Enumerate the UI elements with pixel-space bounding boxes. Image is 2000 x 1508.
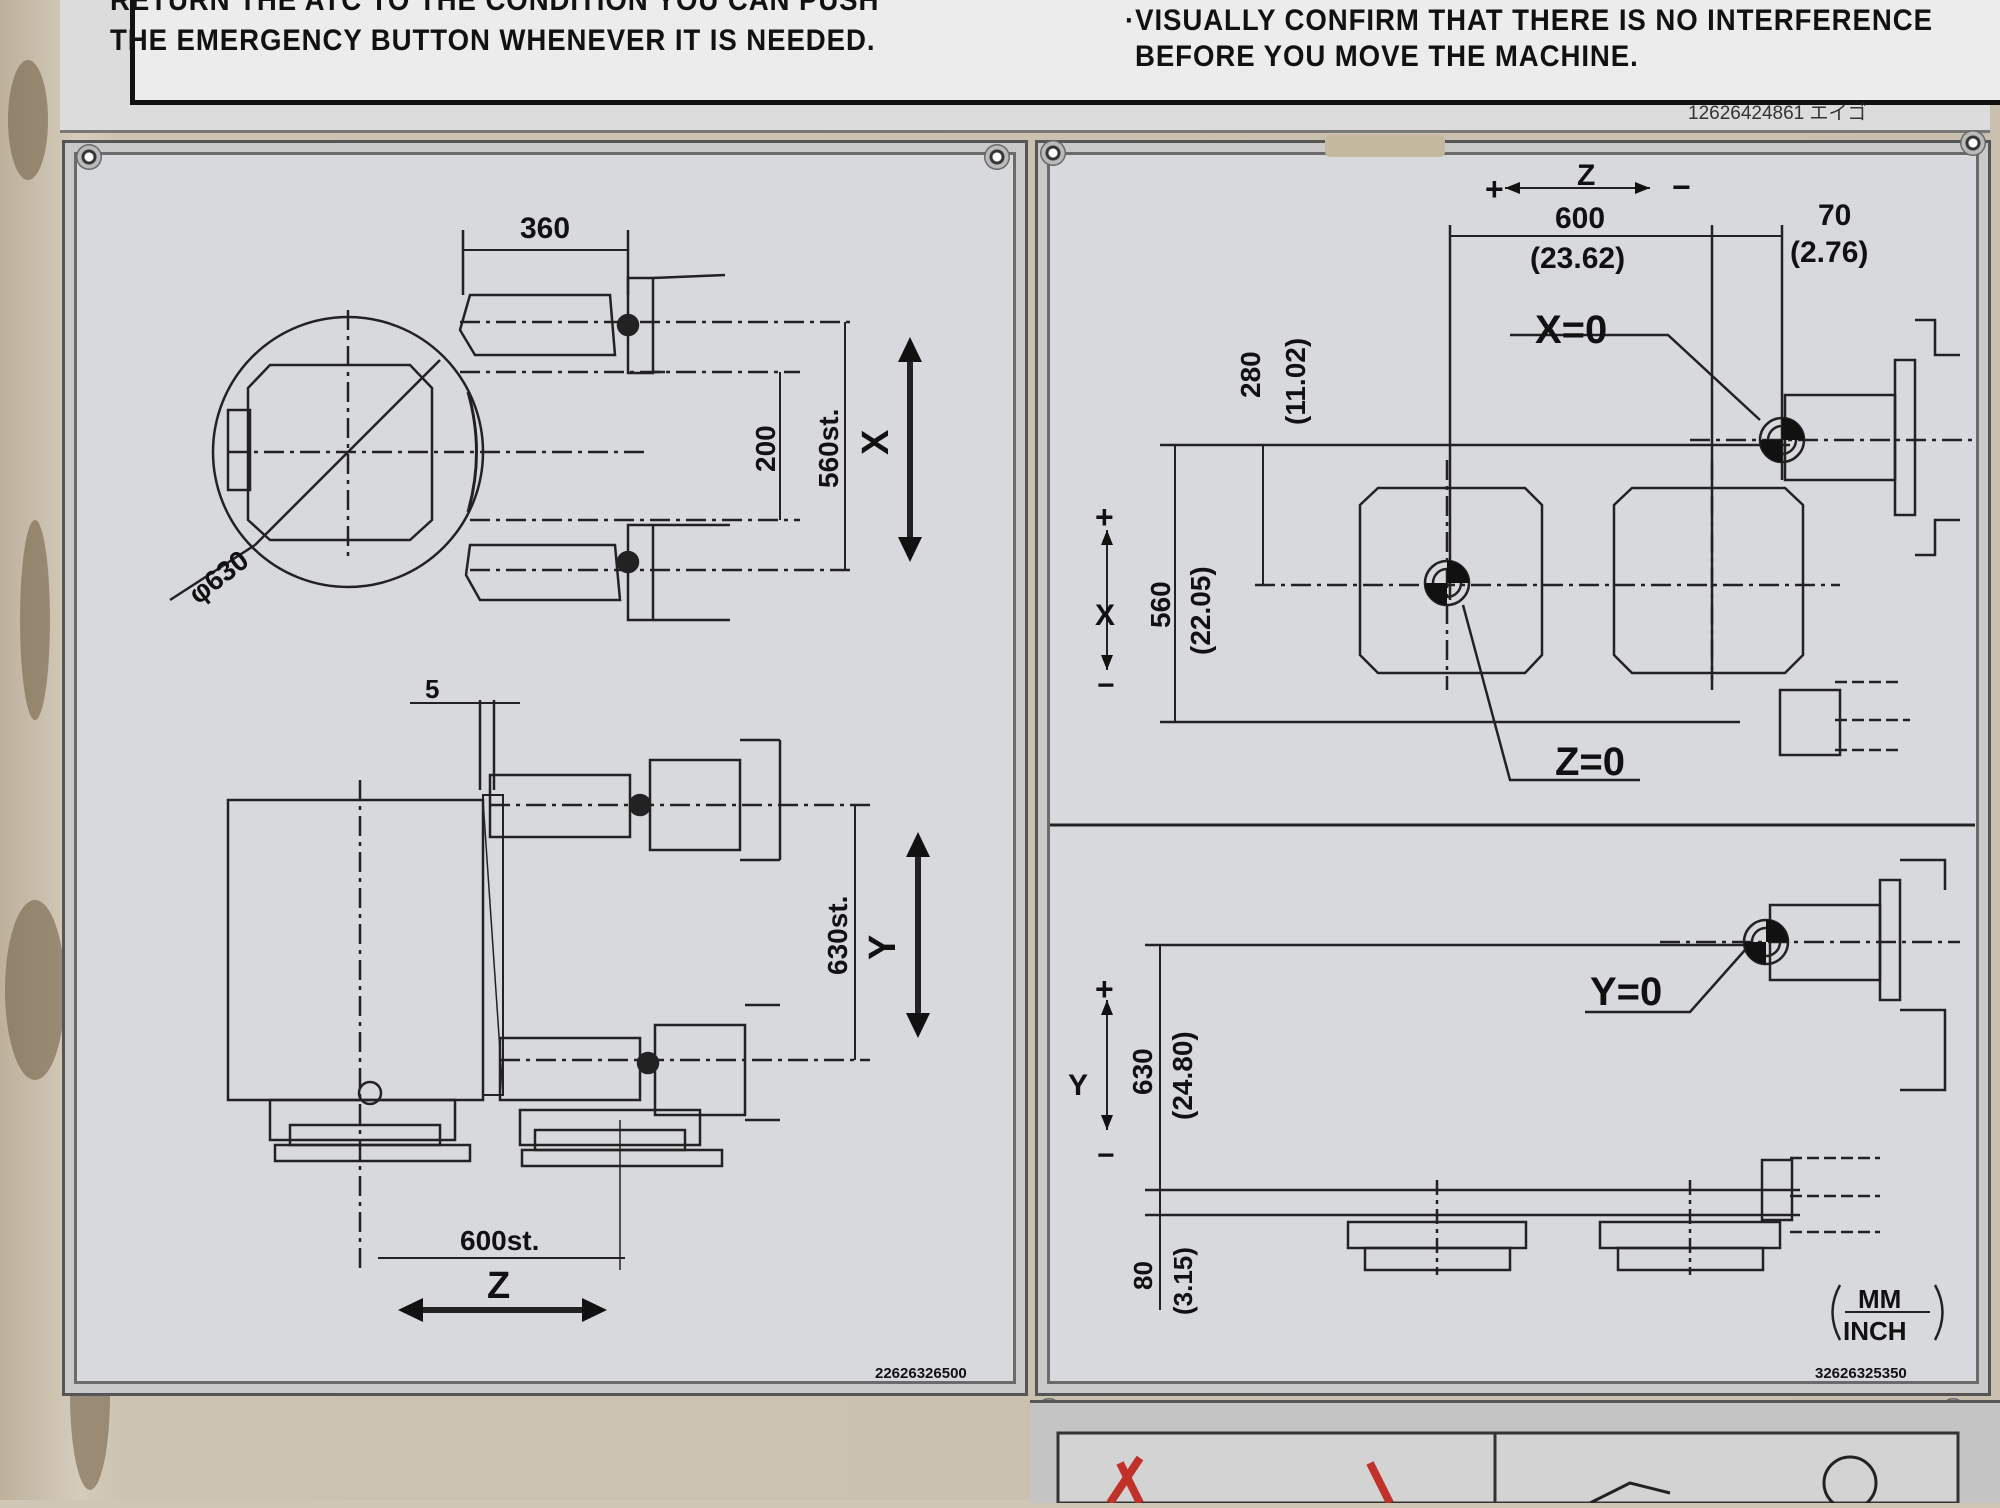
dim-360-label: 360	[520, 212, 570, 245]
dim-280-inch-label: (11.02)	[1280, 338, 1311, 425]
dim-200-label: 200	[750, 425, 781, 472]
unit-mm-label: MM	[1858, 1284, 1901, 1314]
right-diagram-panel	[1035, 140, 1991, 1396]
bottom-plate-drawing	[1056, 1431, 1960, 1508]
dim-560-label: 560	[1145, 581, 1176, 628]
bottom-control-plate	[1030, 1400, 2000, 1508]
warning-plate-code: 12626424861 エイゴ	[1688, 103, 1867, 124]
dim-560st-label: 560st.	[813, 409, 844, 488]
dim-560-inch-label: (22.05)	[1185, 566, 1216, 655]
pallet-2	[1612, 486, 1805, 675]
y-zero-label: Y=0	[1590, 970, 1662, 1014]
warning-left-line1: RETURN THE ATC TO THE CONDITION YOU CAN …	[110, 0, 880, 17]
dim-600-inch-label: (23.62)	[1530, 242, 1625, 275]
dim-70-inch-label: (2.76)	[1790, 236, 1868, 269]
pallet-square	[246, 363, 434, 542]
dim-630-inch-label: (24.80)	[1167, 1031, 1198, 1120]
dim-80-label: 80	[1128, 1261, 1158, 1290]
z-minus-label: −	[1672, 169, 1691, 205]
y-plus-label: +	[1095, 971, 1114, 1007]
left-panel-code: 22626326500	[875, 1365, 967, 1382]
x-plus-label: +	[1095, 499, 1114, 535]
screw-icon	[984, 144, 1010, 170]
warning-box	[130, 0, 2000, 105]
warning-left-line2: THE EMERGENCY BUTTON WHENEVER IT IS NEED…	[110, 24, 876, 57]
screw-icon	[1040, 140, 1066, 166]
grime-stain	[5, 900, 65, 1080]
tape-residue	[1325, 135, 1445, 157]
grime-stain	[20, 520, 50, 720]
screw-icon	[1960, 130, 1986, 156]
grime-stain	[8, 60, 48, 180]
z-axis-label: Z	[1577, 159, 1595, 192]
dim-5-label: 5	[425, 674, 439, 704]
left-diagram-panel	[62, 140, 1028, 1396]
dim-600-label: 600	[1555, 202, 1605, 235]
unit-inch-label: INCH	[1843, 1316, 1907, 1346]
y-minus-label: −	[1097, 1139, 1115, 1172]
axis-z-label: Z	[487, 1265, 510, 1307]
x-axis-label: X	[1095, 599, 1115, 632]
axis-y-label: Y	[862, 935, 904, 960]
dim-80-inch-label: (3.15)	[1168, 1247, 1198, 1315]
dim-630-label: 630	[1127, 1048, 1158, 1095]
warning-right-line1: ·VISUALLY CONFIRM THAT THERE IS NO INTER…	[1125, 4, 1933, 37]
pallet-1	[1358, 486, 1544, 675]
screw-icon	[76, 144, 102, 170]
warning-plate: RETURN THE ATC TO THE CONDITION YOU CAN …	[60, 0, 2000, 133]
y-axis-label: Y	[1068, 1069, 1088, 1102]
z-zero-label: Z=0	[1555, 740, 1625, 784]
dim-70-label: 70	[1818, 199, 1851, 232]
right-panel-code: 32626325350	[1815, 1365, 1907, 1382]
x-zero-label: X=0	[1535, 308, 1607, 352]
x-minus-label: −	[1097, 669, 1115, 702]
dim-630st-label: 630st.	[822, 896, 853, 975]
dim-280-label: 280	[1235, 351, 1266, 398]
dim-600st-label: 600st.	[460, 1225, 539, 1256]
axis-x-label: X	[855, 429, 897, 455]
warning-right-line2: BEFORE YOU MOVE THE MACHINE.	[1135, 40, 1639, 73]
z-plus-label: +	[1485, 171, 1504, 207]
